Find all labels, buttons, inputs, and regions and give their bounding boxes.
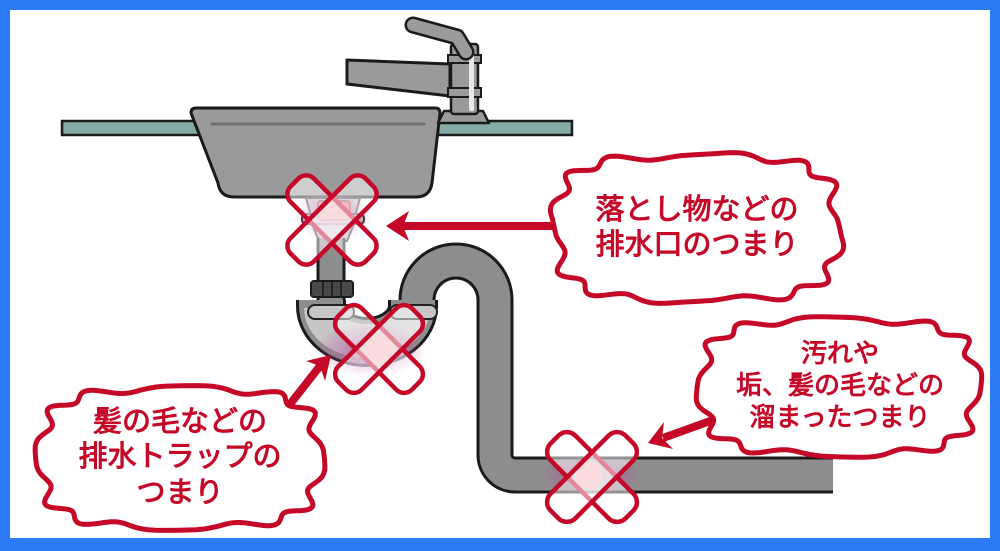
speech-bubble-pipe	[693, 314, 985, 460]
nut-ridges	[322, 282, 342, 296]
x-arm	[285, 173, 379, 267]
bubble-line: 垢、髪の毛などの	[735, 370, 944, 401]
speech-bubble-drain	[547, 150, 847, 306]
bubble-line: 排水トラップの	[78, 441, 282, 474]
frame-top	[0, 0, 1000, 10]
bubble-line: 排水口のつまり	[595, 229, 799, 261]
bubble-label-drain-trap: 髪の毛などの 排水トラップの つまり	[42, 392, 318, 524]
faucet-joint-lower	[447, 87, 482, 98]
frame-bottom	[0, 538, 1000, 551]
arrow-to-pipe-clog-icon	[648, 416, 715, 449]
x-arm	[332, 302, 426, 396]
bubble-line: 落とし物などの	[595, 193, 799, 226]
faucet	[345, 16, 491, 125]
x-arm	[544, 429, 640, 525]
main-pipe	[401, 245, 833, 491]
frame-left	[0, 0, 10, 551]
faucet-lever	[407, 19, 472, 58]
speech-bubbles	[32, 150, 985, 533]
clog-x-icon	[332, 302, 426, 396]
bubble-line: 汚れや	[800, 338, 879, 369]
arrow-to-trap-clog-icon	[283, 355, 331, 411]
sink-basin	[189, 106, 442, 199]
bubble-label-drain-outlet: 落とし物などの 排水口のつまり	[558, 160, 836, 296]
speech-bubble-trap	[32, 383, 328, 533]
counter-left	[60, 119, 206, 137]
bubble-line: 髪の毛などの	[92, 405, 267, 438]
faucet-highlight	[469, 47, 474, 111]
sink-body	[189, 106, 442, 199]
kitchen-counter	[60, 119, 574, 137]
arrow-to-drain-clog-icon	[386, 211, 560, 241]
clog-x-icon	[544, 429, 640, 525]
faucet-spout	[345, 58, 452, 98]
clog-x-icon	[285, 173, 379, 267]
frame-right	[990, 0, 1000, 551]
bubble-line: つまり	[136, 476, 224, 509]
pointer-arrows	[283, 211, 715, 449]
bubble-line: 溜まったつまり	[749, 401, 931, 432]
bubble-label-waste-pipe: 汚れや 垢、髪の毛などの 溜まったつまり	[705, 322, 975, 450]
